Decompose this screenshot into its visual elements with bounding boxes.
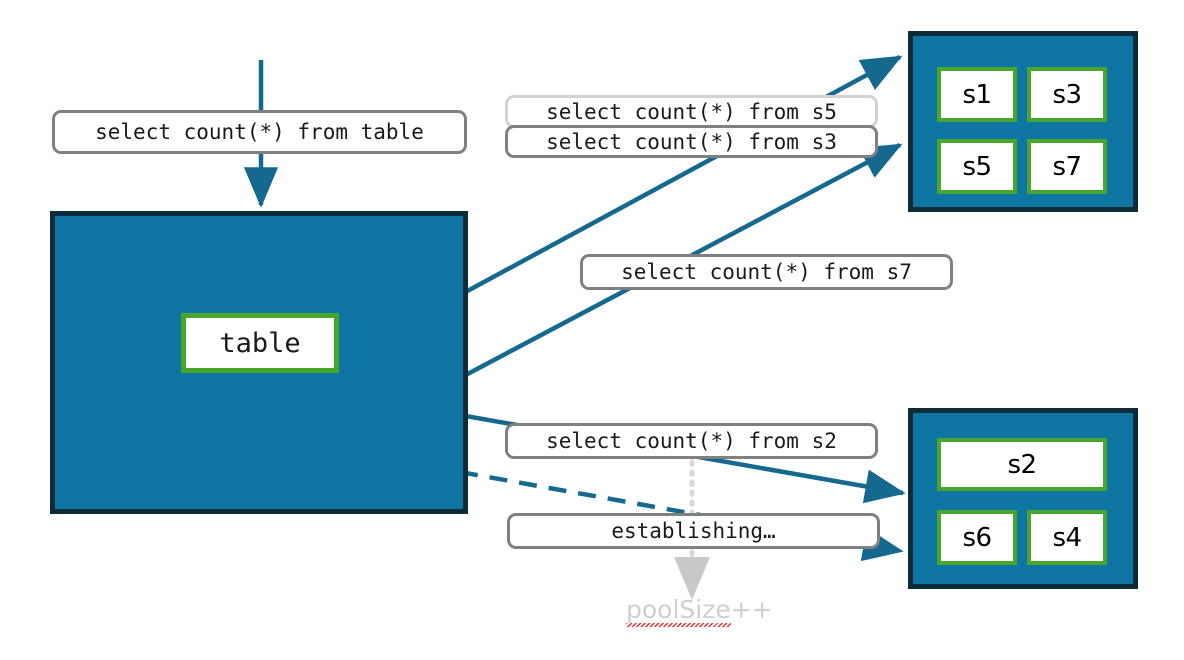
query-label-s5: select count(*) from s5 <box>505 95 878 128</box>
status-label-establishing-text: establishing… <box>611 519 776 543</box>
poolsize-annotation-word: poolSize <box>626 595 731 627</box>
query-label-table-text: select count(*) from table <box>95 120 424 144</box>
query-label-s5-text: select count(*) from s5 <box>546 99 837 124</box>
query-label-s3-text: select count(*) from s3 <box>546 129 837 154</box>
status-label-establishing: establishing… <box>507 513 880 549</box>
query-label-s3: select count(*) from s3 <box>505 125 878 158</box>
table-node-label: table <box>219 327 301 359</box>
server-node-s3-label: s3 <box>1052 79 1082 110</box>
poolsize-annotation: poolSize++ <box>626 595 773 627</box>
server-node-s7-label: s7 <box>1052 151 1082 182</box>
server-node-s2-label: s2 <box>1007 449 1037 480</box>
server-node-s3[interactable]: s3 <box>1027 67 1107 122</box>
query-label-s7-text: select count(*) from s7 <box>621 260 912 284</box>
query-label-s2: select count(*) from s2 <box>505 423 878 459</box>
server-node-s5[interactable]: s5 <box>937 139 1017 194</box>
server-node-s1-label: s1 <box>962 79 992 110</box>
server-node-s1[interactable]: s1 <box>937 67 1017 122</box>
server-node-s5-label: s5 <box>962 151 992 182</box>
server-node-s6-label: s6 <box>962 522 992 553</box>
query-label-s2-text: select count(*) from s2 <box>546 429 837 453</box>
server-node-s4-label: s4 <box>1052 522 1082 553</box>
query-label-table: select count(*) from table <box>52 110 467 154</box>
poolsize-annotation-increment: ++ <box>730 595 773 624</box>
server-node-s7[interactable]: s7 <box>1027 139 1107 194</box>
server-node-s2[interactable]: s2 <box>937 438 1107 491</box>
table-node[interactable]: table <box>181 313 339 373</box>
server-node-s4[interactable]: s4 <box>1027 510 1107 565</box>
query-label-s7: select count(*) from s7 <box>580 254 953 290</box>
server-node-s6[interactable]: s6 <box>937 510 1017 565</box>
